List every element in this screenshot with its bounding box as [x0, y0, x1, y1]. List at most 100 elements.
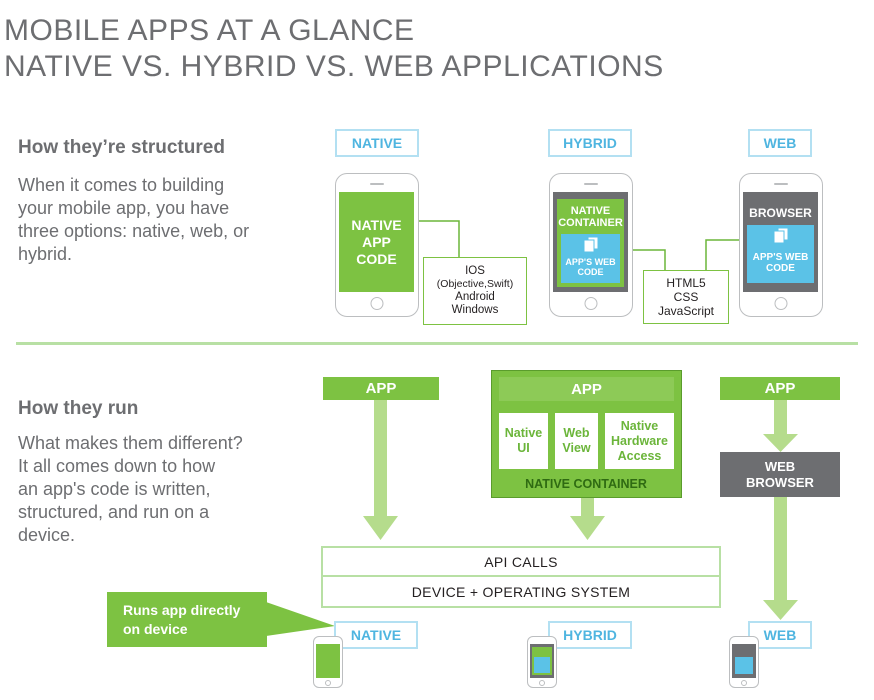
phone-home-button — [584, 297, 598, 310]
hybrid-webcode-line: CODE — [577, 266, 604, 277]
phone-speaker — [370, 183, 384, 185]
lang-css: CSS — [673, 290, 699, 304]
title-line-2: NATIVE VS. HYBRID VS. WEB APPLICATIONS — [4, 50, 664, 83]
hardware-line: Hardware — [611, 433, 668, 448]
device-os: DEVICE + OPERATING SYSTEM — [411, 583, 631, 600]
structured-body-line: three options: native, web, or — [18, 221, 250, 241]
hybrid-arrow-shaft — [581, 497, 594, 516]
structured-heading: How they’re structured — [18, 137, 225, 158]
lang-windows: Windows — [451, 304, 499, 316]
web-small-phone — [729, 636, 759, 688]
native-code-line: APP — [362, 233, 391, 250]
structured-body-line: hybrid. — [18, 244, 73, 264]
hybrid-screen: NATIVE CONTAINER APP'S WEB CODE — [553, 192, 628, 292]
web-pages-icon — [583, 236, 599, 253]
web-pages-icon — [773, 227, 789, 244]
hybrid-small-webcode — [534, 657, 550, 673]
hybrid-app-bar: APP — [499, 377, 674, 401]
lang-html5: HTML5 — [666, 276, 706, 290]
native-arrow-head — [363, 516, 398, 540]
structured-body-line: your mobile app, you have — [18, 198, 230, 218]
run-heading: How they run — [18, 398, 139, 419]
run-body-line: an app's code is written, — [18, 479, 211, 499]
native-app-code: NATIVE APP CODE — [339, 192, 414, 292]
web-app-bar: APP — [720, 377, 840, 400]
run-body-line: structured, and run on a — [18, 502, 210, 522]
web-webcode-line: APP'S WEB — [752, 252, 809, 263]
hybrid-native-container: NATIVE CONTAINER APP'S WEB CODE — [557, 199, 624, 287]
hybrid-small-phone — [527, 636, 557, 688]
hybrid-label: HYBRID — [548, 129, 632, 157]
web-arrow-head-2 — [763, 600, 798, 620]
run-body-line: device. — [18, 525, 76, 545]
web-view-line: Web — [563, 426, 590, 440]
web-arrow-shaft-2 — [774, 496, 787, 601]
hybrid-run-container: APP Native UI Web View Native Hardware A… — [491, 370, 682, 498]
run-body-line: What makes them different? — [18, 433, 243, 453]
native-ui-box: Native UI — [499, 413, 548, 469]
native-code-line: NATIVE — [351, 216, 402, 233]
web-view-box: Web View — [555, 413, 598, 469]
run-body: What makes them different? It all comes … — [18, 432, 243, 547]
native-label: NATIVE — [335, 129, 419, 157]
phone-home-button — [774, 297, 788, 310]
native-code-line: CODE — [356, 250, 397, 267]
hybrid-container-line: CONTAINER — [558, 217, 623, 229]
web-arrow-head-1 — [763, 434, 798, 452]
phone-speaker — [584, 183, 598, 185]
lang-ios: IOS — [465, 265, 485, 277]
native-container-label: NATIVE CONTAINER — [525, 477, 647, 491]
web-browser-label: BROWSER — [749, 206, 812, 220]
native-hardware-access-box: Native Hardware Access — [605, 413, 674, 469]
hardware-line: Native — [620, 418, 659, 433]
native-app-bar: APP — [323, 377, 439, 400]
phone-home-button — [325, 680, 331, 686]
hybrid-small-container — [532, 647, 552, 675]
native-languages-box: IOS (Objective,Swift) Android Windows — [423, 257, 527, 325]
hybrid-container-line: NATIVE — [570, 205, 611, 217]
web-small-screen — [732, 644, 756, 678]
structured-body: When it comes to building your mobile ap… — [18, 174, 249, 266]
runs-directly-callout: Runs app directly on device — [107, 592, 267, 647]
native-ui-line: UI — [517, 441, 530, 455]
web-small-webcode — [735, 657, 753, 674]
native-ui-line: Native — [504, 426, 543, 440]
web-browser-line: WEB — [764, 458, 796, 474]
hybrid-small-screen — [530, 644, 554, 678]
callout-line: on device — [123, 620, 188, 637]
web-view-line: View — [562, 441, 591, 455]
native-phone: NATIVE APP CODE — [335, 173, 419, 317]
lang-javascript: JavaScript — [657, 304, 715, 318]
run-body-line: It all comes down to how — [18, 456, 216, 476]
native-bottom-label: NATIVE — [334, 621, 418, 649]
web-languages-box: HTML5 CSS JavaScript — [643, 270, 729, 324]
title-line-1: MOBILE APPS AT A GLANCE — [4, 14, 415, 47]
lang-android: Android — [455, 291, 495, 303]
web-browser-line: BROWSER — [746, 474, 814, 490]
hybrid-webcode-line: APP'S WEB — [565, 256, 616, 267]
phone-home-button — [370, 297, 384, 310]
native-arrow-shaft — [374, 399, 387, 516]
web-browser-box: WEB BROWSER — [720, 452, 840, 497]
hybrid-bottom-label: HYBRID — [548, 621, 632, 649]
web-arrow-shaft-1 — [774, 399, 787, 434]
lang-ios-detail: (Objective,Swift) — [436, 278, 514, 290]
web-webcode-line: CODE — [766, 263, 795, 274]
hybrid-phone: NATIVE CONTAINER APP'S WEB CODE — [549, 173, 633, 317]
web-web-code: APP'S WEB CODE — [747, 225, 814, 283]
web-phone: BROWSER APP'S WEB CODE — [739, 173, 823, 317]
phone-speaker — [774, 183, 788, 185]
api-calls: API CALLS — [323, 548, 719, 577]
web-screen: BROWSER APP'S WEB CODE — [743, 192, 818, 292]
callout-line: Runs app directly — [123, 601, 241, 618]
phone-home-button — [741, 680, 747, 686]
structured-body-line: When it comes to building — [18, 175, 225, 195]
hybrid-web-code: APP'S WEB CODE — [561, 234, 620, 283]
api-device-box: API CALLS DEVICE + OPERATING SYSTEM — [321, 546, 721, 608]
web-label: WEB — [748, 129, 812, 157]
section-divider — [16, 342, 858, 345]
native-small-phone — [313, 636, 343, 688]
hardware-line: Access — [617, 448, 662, 463]
phone-home-button — [539, 680, 545, 686]
